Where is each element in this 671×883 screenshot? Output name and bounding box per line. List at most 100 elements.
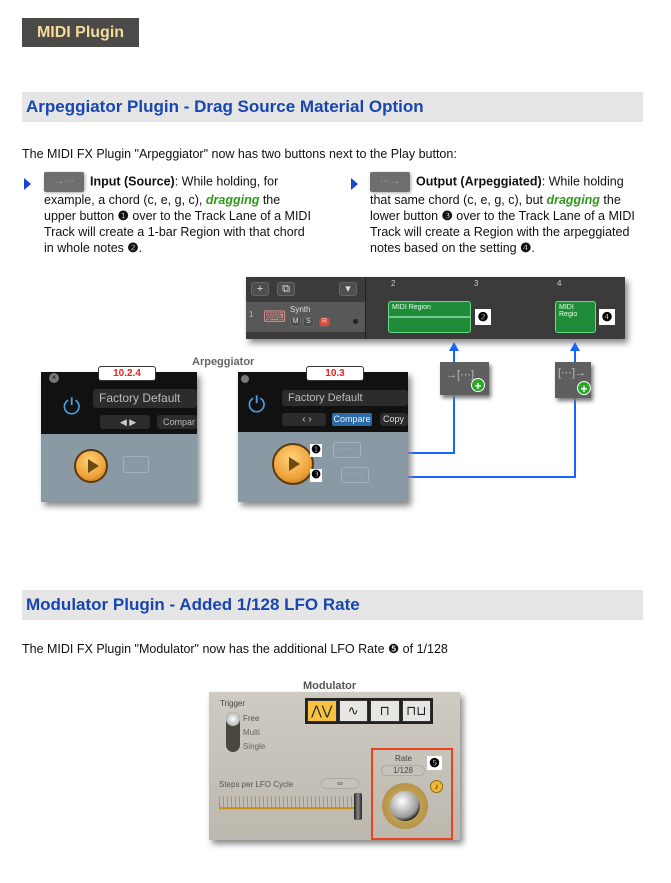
section-heading-arpeggiator: Arpeggiator Plugin - Drag Source Materia… <box>22 92 643 122</box>
waveform-selector: ⋀⋁ ∿ ⊓ ⊓⊔ <box>305 698 433 724</box>
mute-button[interactable]: M <box>290 317 301 327</box>
arpeggiator-intro: The MIDI FX Plugin "Arpeggiator" now has… <box>22 147 457 161</box>
bullet-icon <box>351 178 358 190</box>
figure-caption: Arpeggiator <box>192 356 255 368</box>
text: . <box>531 241 535 255</box>
track-header: 1 ⌨ Synth M S R <box>246 302 365 332</box>
plugin-body: ⋯ <box>41 434 197 502</box>
steps-slider-handle[interactable] <box>354 793 362 820</box>
track-number: 1 <box>249 310 254 319</box>
rate-knob[interactable] <box>382 783 428 829</box>
region-label: MIDI Region <box>392 304 431 311</box>
close-icon[interactable] <box>241 375 249 383</box>
track-name: Synth <box>290 305 311 314</box>
solo-button[interactable]: S <box>303 317 314 327</box>
prev-next-buttons[interactable]: ◀ ▶ <box>100 415 150 429</box>
bullet-output-arpeggiated: ⋯→ Output (Arpeggiated): While holding th… <box>370 172 640 256</box>
input-drag-button-icon: →⋯ <box>44 172 84 192</box>
arpeggiator-window-old: × ⏻ Factory Default ◀ ▶ Compar ⋯ <box>41 372 197 502</box>
trigger-option-single[interactable]: Single <box>243 742 266 751</box>
sine-wave-icon[interactable]: ∿ <box>338 700 368 722</box>
input-monitor-dot[interactable] <box>353 319 358 324</box>
ruler-bar-3: 3 <box>474 279 479 288</box>
power-icon[interactable]: ⏻ <box>248 392 266 417</box>
input-drag-cursor-icon: →[⋯]+ <box>440 362 489 395</box>
note-sync-icon[interactable]: ♪ <box>430 780 443 793</box>
section-heading-modulator: Modulator Plugin - Added 1/128 LFO Rate <box>22 590 643 620</box>
arrow-up-icon <box>449 342 459 351</box>
text: . <box>138 241 143 255</box>
connector-line <box>453 350 455 454</box>
preset-menu[interactable]: Factory Default <box>282 390 408 406</box>
record-button[interactable]: R <box>319 317 330 327</box>
compare-button[interactable]: Compare <box>332 413 372 426</box>
power-icon[interactable]: ⏻ <box>63 394 81 419</box>
close-icon[interactable]: × <box>49 373 59 383</box>
trigger-switch[interactable] <box>226 712 240 752</box>
connector-line <box>383 476 576 478</box>
add-track-button[interactable]: + <box>251 282 269 296</box>
callout-3: ❸ <box>441 209 453 223</box>
callout-1: ❶ <box>310 444 322 457</box>
text: : While holding, for example, a chord (c… <box>44 174 279 207</box>
bullet-icon <box>24 178 31 190</box>
callout-2: ❷ <box>127 241 139 255</box>
trigger-option-multi[interactable]: Multi <box>243 728 260 737</box>
bullet-input-source: →⋯ Input (Source): While holding, for exa… <box>44 172 314 256</box>
ruler-bar-2: 2 <box>391 279 396 288</box>
square-wave-icon[interactable]: ⊓ <box>370 700 400 722</box>
rate-value: 1/128 <box>381 765 425 776</box>
callout-4: ❹ <box>599 309 615 325</box>
bullet-label: Output (Arpeggiated) <box>416 174 542 189</box>
emphasis: dragging <box>205 193 260 207</box>
bullet-label: Input (Source) <box>90 174 175 189</box>
steps-slider-track[interactable] <box>219 796 361 810</box>
output-drag-button-icon: ⋯→ <box>370 172 410 192</box>
callout-2: ❷ <box>475 309 491 325</box>
compare-button[interactable]: Compar <box>157 415 197 429</box>
version-label-old: 10.2.4 <box>98 366 156 381</box>
text: the lower button <box>370 193 621 223</box>
copy-button[interactable]: Copy <box>380 413 408 426</box>
midi-region-chord[interactable]: MIDI Region <box>388 301 471 333</box>
modulator-intro: The MIDI FX Plugin "Modulator" now has t… <box>22 642 448 656</box>
rate-label: Rate <box>395 754 412 763</box>
figure-caption: Modulator <box>303 680 357 692</box>
text: over to the Track Lane of a MIDI Track w… <box>370 209 635 255</box>
region-label: MIDI Regio <box>559 304 578 318</box>
section-banner: MIDI Plugin <box>22 18 139 47</box>
preset-menu[interactable]: Factory Default <box>93 389 197 408</box>
callout-5: ❺ <box>427 756 442 770</box>
input-drag-button[interactable]: →⋯ <box>333 442 361 458</box>
triangle-wave-icon[interactable]: ⋀⋁ <box>307 700 337 722</box>
modulator-plugin: Trigger Free Multi Single ⋀⋁ ∿ ⊓ ⊓⊔ Step… <box>209 692 460 840</box>
connector-line <box>373 452 455 454</box>
output-drag-button[interactable]: ⋯→ <box>341 467 369 483</box>
arp-notes-icon: ⋯ <box>123 456 149 473</box>
arpeggiator-window-new: ⏻ Factory Default ‹ › Compare Copy →⋯ ⋯→… <box>238 372 408 502</box>
duplicate-track-icon[interactable]: ⧉ <box>277 282 295 296</box>
synth-keyboard-icon: ⌨ <box>263 309 287 326</box>
text: : While holding that same chord (c, e, g… <box>370 174 624 207</box>
callout-3: ❸ <box>310 469 322 482</box>
ruler-bar-4: 4 <box>557 279 562 288</box>
midi-region-arpeggiated[interactable]: MIDI Regio <box>555 301 596 333</box>
daw-tracks-screenshot: + ⧉ ▾ 1 ⌨ Synth M S R 2 3 4 MIDI Region … <box>246 277 625 339</box>
random-wave-icon[interactable]: ⊓⊔ <box>401 700 431 722</box>
text: over to the Track Lane of a MIDI Track w… <box>44 209 311 255</box>
trigger-option-free[interactable]: Free <box>243 714 260 723</box>
play-button[interactable] <box>74 449 108 483</box>
track-options-icon[interactable]: ▾ <box>339 282 357 296</box>
callout-4: ❹ <box>520 241 532 255</box>
emphasis: dragging <box>546 193 600 207</box>
play-button[interactable] <box>272 443 314 485</box>
version-label-new: 10.3 <box>306 366 364 381</box>
callout-1: ❶ <box>117 209 129 223</box>
connector-line <box>574 350 576 478</box>
plugin-body: →⋯ ⋯→ ❶ ❸ <box>238 432 408 502</box>
trigger-label: Trigger <box>220 699 246 708</box>
rate-highlight-box <box>371 748 453 840</box>
text: the upper button <box>44 193 281 223</box>
prev-next-buttons[interactable]: ‹ › <box>282 413 326 426</box>
steps-value: ∞ <box>321 778 359 789</box>
